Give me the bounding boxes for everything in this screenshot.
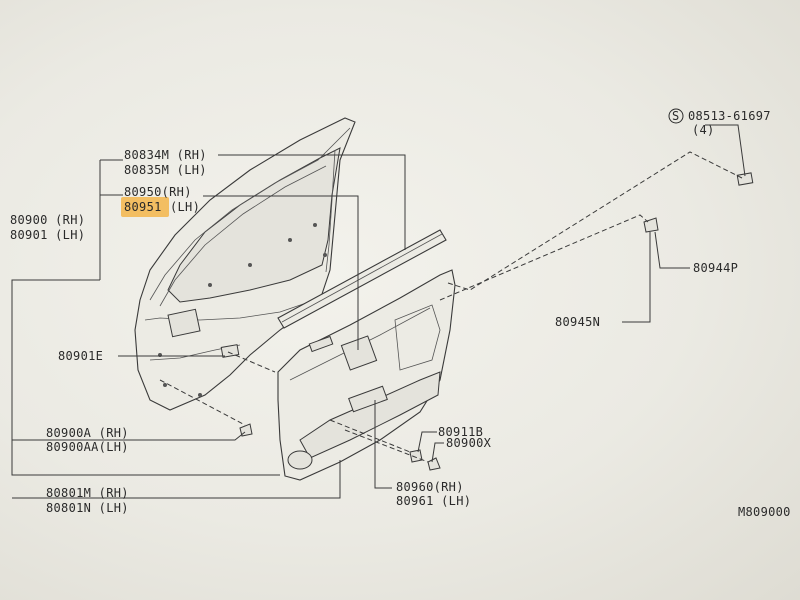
leader-lines xyxy=(11,124,746,499)
door-lh-label: 80901 (LH) xyxy=(10,228,85,242)
clip-rh-label: 80900A (RH) xyxy=(46,426,129,440)
trim-lh-label: 80801N (LH) xyxy=(46,501,129,515)
pocket-rh-label: 80960(RH) xyxy=(396,480,464,494)
diagram-code-label: M809000 xyxy=(738,505,791,519)
seal-lh-code-label: 80951 xyxy=(124,200,162,214)
part-80900x-label: 80900X xyxy=(446,436,492,450)
part-80944p-label: 80944P xyxy=(693,261,738,275)
seal-lh-suffix-label: (LH) xyxy=(170,200,200,214)
bolt-code-label: 08513-61697 xyxy=(688,109,771,123)
molding-rh-label: 80834M (RH) xyxy=(124,148,207,162)
molding-strip xyxy=(277,229,447,329)
part-80945n-label: 80945N xyxy=(555,315,600,329)
part-80901e-label: 80901E xyxy=(58,349,103,363)
clip-lh-label: 80900AA(LH) xyxy=(46,440,129,454)
assembly-lines xyxy=(159,151,743,463)
pocket-lh-label: 80961 (LH) xyxy=(396,494,471,508)
trim-rh-label: 80801M (RH) xyxy=(46,486,129,500)
door-frame xyxy=(134,117,356,411)
part-80911b-label: 80911B xyxy=(438,425,483,439)
molding-lh-label: 80835M (LH) xyxy=(124,163,207,177)
door-rh-label: 80900 (RH) xyxy=(10,213,85,227)
fasteners xyxy=(239,172,754,471)
s-symbol-circle xyxy=(668,108,684,124)
bolt-qty-label: (4) xyxy=(692,123,715,137)
door-trim-panel xyxy=(277,269,456,481)
bolt-symbol: S xyxy=(672,109,680,123)
seal-rh-label: 80950(RH) xyxy=(124,185,192,199)
part-labels: S 08513-61697 (4) 80834M (RH) 80835M (LH… xyxy=(10,108,791,519)
highlight-80951 xyxy=(121,197,169,217)
